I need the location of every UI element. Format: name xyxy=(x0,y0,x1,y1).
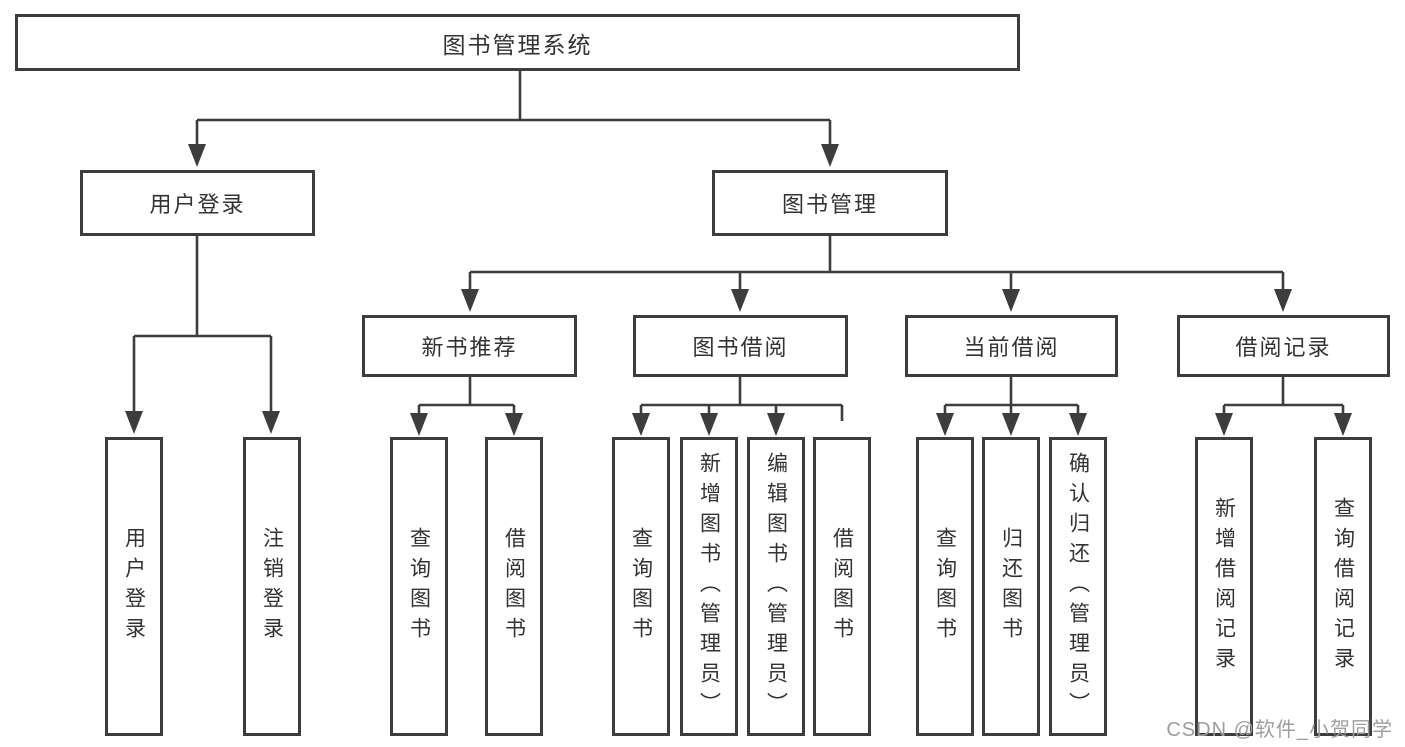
node-borrow-records: 借阅记录 xyxy=(1177,315,1390,377)
node-current-borrow: 当前借阅 xyxy=(905,315,1118,377)
leaf-current-query-books: 查询图书 xyxy=(916,437,974,736)
leaf-logout: 注销登录 xyxy=(243,437,301,736)
leaf-borrowing-query-books-label: 查询图书 xyxy=(629,526,653,647)
leaf-records-query-record: 查询借阅记录 xyxy=(1314,437,1372,736)
node-new-book-recommend: 新书推荐 xyxy=(362,315,577,377)
leaf-borrowing-borrow-books-label: 借阅图书 xyxy=(830,526,854,647)
leaf-user-login-label: 用户登录 xyxy=(122,526,146,647)
leaf-newbooks-query-books: 查询图书 xyxy=(390,437,448,736)
leaf-records-query-record-label: 查询借阅记录 xyxy=(1331,496,1355,677)
leaf-logout-label: 注销登录 xyxy=(260,526,284,647)
node-book-borrowing: 图书借阅 xyxy=(633,315,848,377)
leaf-borrowing-query-books: 查询图书 xyxy=(612,437,670,736)
leaf-records-add-record: 新增借阅记录 xyxy=(1195,437,1253,736)
csdn-watermark: CSDN @软件_小贺同学 xyxy=(1166,719,1393,741)
leaf-newbooks-borrow-books: 借阅图书 xyxy=(485,437,543,736)
leaf-user-login: 用户登录 xyxy=(105,437,163,736)
leaf-current-return-books-label: 归还图书 xyxy=(999,526,1023,647)
leaf-current-return-books: 归还图书 xyxy=(982,437,1040,736)
arrowheads xyxy=(125,144,1352,436)
leaf-current-query-books-label: 查询图书 xyxy=(933,526,957,647)
leaf-records-add-record-label: 新增借阅记录 xyxy=(1212,496,1236,677)
leaf-borrowing-edit-books-label: 编辑图书（管理员） xyxy=(764,451,788,722)
leaf-newbooks-query-books-label: 查询图书 xyxy=(407,526,431,647)
node-user-login: 用户登录 xyxy=(80,170,315,236)
leaf-current-confirm-return-label: 确认归还（管理员） xyxy=(1066,451,1090,722)
leaf-borrowing-add-books-label: 新增图书（管理员） xyxy=(697,451,721,722)
leaf-newbooks-borrow-books-label: 借阅图书 xyxy=(502,526,526,647)
leaf-borrowing-borrow-books: 借阅图书 xyxy=(813,437,871,736)
leaf-current-confirm-return: 确认归还（管理员） xyxy=(1049,437,1107,736)
leaf-borrowing-edit-books: 编辑图书（管理员） xyxy=(747,437,805,736)
node-root-system: 图书管理系统 xyxy=(15,14,1020,71)
leaf-borrowing-add-books: 新增图书（管理员） xyxy=(680,437,738,736)
node-book-management: 图书管理 xyxy=(712,170,948,236)
